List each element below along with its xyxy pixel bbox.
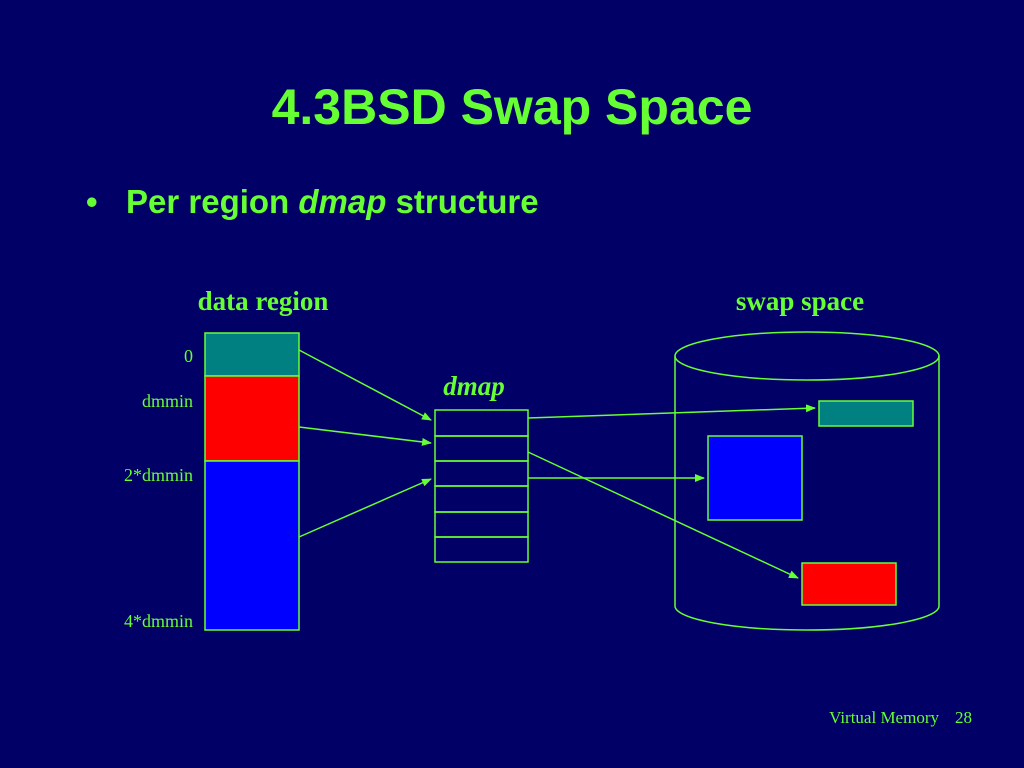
cylinder-body	[674, 356, 940, 631]
arrow-blue-to-dmap	[298, 478, 432, 538]
swap-space-cylinder	[674, 331, 940, 631]
offset-label-4-dmmin: 4*dmmin	[124, 611, 193, 631]
data-region-segment-blue	[204, 460, 300, 631]
cylinder-top	[674, 331, 940, 381]
dmap-entry	[434, 485, 529, 513]
dmap-entry	[434, 511, 529, 538]
offset-label-dmmin: dmmin	[142, 391, 193, 411]
dmap-entry	[434, 536, 529, 563]
footer-section-title: Virtual Memory	[829, 708, 939, 727]
arrow-teal-to-dmap	[298, 349, 432, 421]
data-region-label: data region	[198, 286, 329, 316]
arrow-dmap-to-red-block	[527, 451, 799, 579]
swap-block-blue	[707, 435, 803, 521]
dmap-entry	[434, 409, 529, 437]
dmap-entry	[434, 435, 529, 462]
data-region-segment-teal	[204, 332, 300, 377]
bullet-dot: •	[86, 183, 98, 220]
bullet-text-after: structure	[386, 183, 539, 220]
arrow-red-to-dmap	[298, 426, 432, 446]
swap-space-label: swap space	[736, 286, 864, 316]
data-region-segment-red	[204, 375, 300, 462]
dmap-table	[434, 409, 529, 563]
page-number: 28	[955, 708, 972, 727]
swap-block-red	[801, 562, 897, 606]
slide-title: 4.3BSD Swap Space	[271, 79, 753, 135]
dmap-label: dmap	[443, 371, 505, 401]
dmap-entry	[434, 460, 529, 487]
bullet-text-before: Per region	[126, 183, 299, 220]
bullet-text-emphasis: dmap	[298, 183, 387, 220]
offset-label-0: 0	[184, 346, 193, 366]
offset-label-2-dmmin: 2*dmmin	[124, 465, 193, 485]
swap-block-teal	[818, 400, 914, 427]
bullet-item: • Per region dmap structure	[86, 180, 539, 224]
slide-footer: Virtual Memory 28	[829, 708, 972, 728]
arrow-dmap-to-teal-block	[527, 404, 816, 419]
